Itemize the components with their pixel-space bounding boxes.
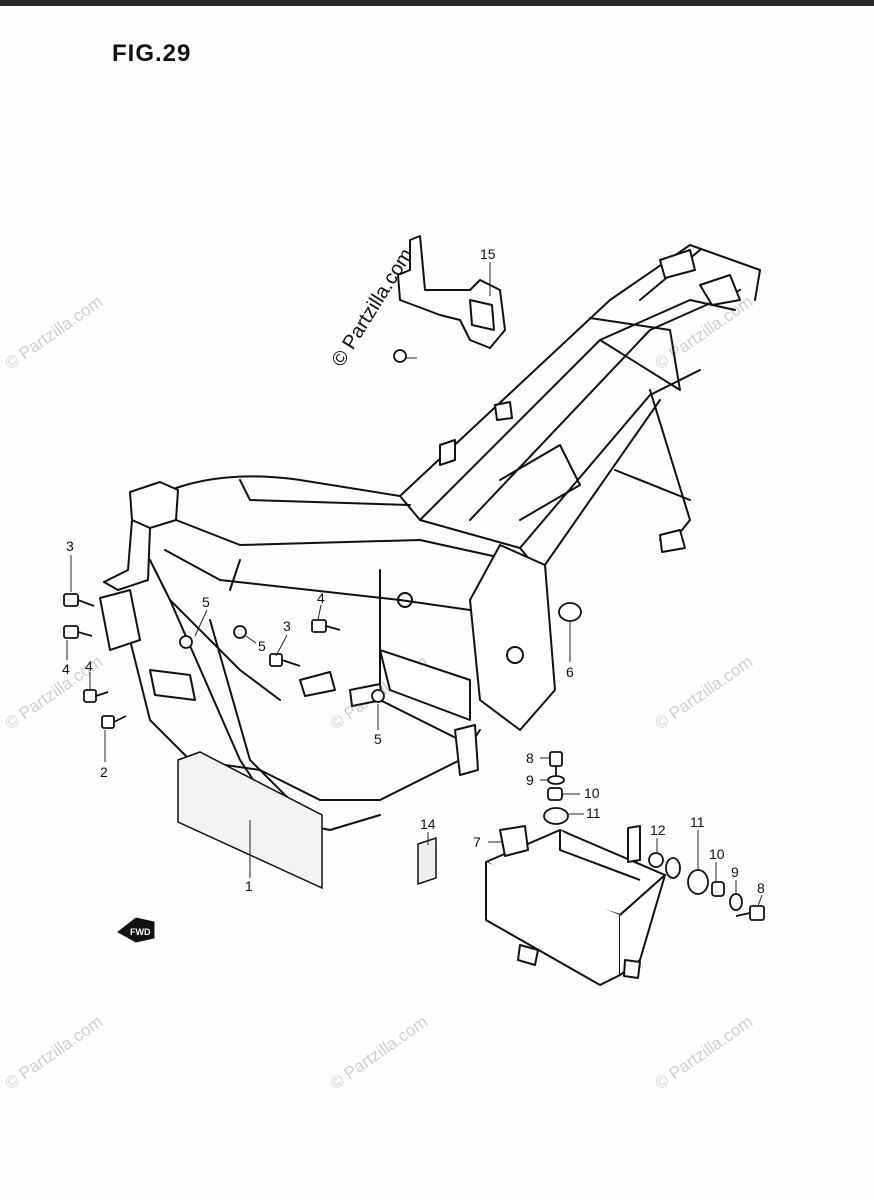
callouts: 3 4 4 2 5 5 3 4 5 6 1 7 14 15 8 9 10 11 …	[62, 246, 765, 896]
fwd-arrow: FWD	[117, 917, 155, 943]
gaskets	[177, 751, 437, 890]
fwd-label: FWD	[130, 927, 151, 937]
callout-3: 3	[283, 618, 291, 634]
callout-8: 8	[526, 750, 534, 766]
callout-4: 4	[85, 658, 93, 674]
callout-2: 2	[100, 764, 108, 780]
frame-assembly	[99, 244, 761, 831]
bracket-14	[397, 235, 506, 349]
callout-8: 8	[757, 880, 765, 896]
callout-9: 9	[526, 772, 534, 788]
callout-9: 9	[731, 864, 739, 880]
callout-6: 6	[566, 664, 574, 680]
callout-11: 11	[690, 814, 705, 830]
watermark-text: © Partzilla.com	[651, 292, 756, 373]
figure-title: FIG.29	[112, 40, 192, 67]
callout-4: 4	[317, 590, 325, 606]
callout-10: 10	[709, 846, 725, 862]
callout-4: 4	[62, 661, 70, 677]
top-border	[0, 0, 874, 6]
callout-11: 11	[586, 805, 601, 821]
watermarks: © Partzilla.com © Partzilla.com © Partzi…	[1, 245, 756, 1094]
battery-box-hardware	[543, 751, 765, 921]
callout-14: 15	[480, 246, 496, 262]
leader-lines	[66, 262, 763, 907]
callout-13: 14	[420, 816, 436, 832]
callout-7: 7	[473, 834, 481, 850]
callout-5: 5	[258, 638, 266, 654]
callout-3: 3	[66, 538, 74, 554]
watermark-text: © Partzilla.com	[651, 1012, 756, 1093]
battery-box	[485, 825, 666, 986]
callout-5: 5	[202, 594, 210, 610]
callout-12: 12	[650, 822, 666, 838]
callout-10: 10	[584, 785, 600, 801]
watermark-text: © Partzilla.com	[1, 1012, 106, 1093]
watermark-text: © Partzilla.com	[326, 1012, 431, 1093]
watermark-text: © Partzilla.com	[651, 652, 756, 733]
fasteners	[63, 349, 582, 729]
watermark-text: © Partzilla.com	[1, 292, 106, 373]
callout-5: 5	[374, 731, 382, 747]
callout-1: 1	[245, 878, 253, 894]
